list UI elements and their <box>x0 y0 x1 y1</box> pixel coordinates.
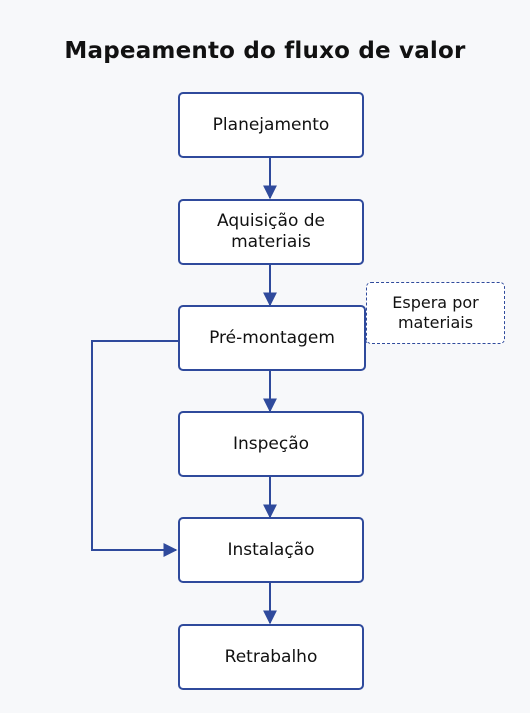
diagram-title: Mapeamento do fluxo de valor <box>64 38 466 64</box>
step-label: Retrabalho <box>224 646 318 667</box>
step-planejamento: Planejamento <box>178 92 364 158</box>
step-aquisicao-de-materiais: Aquisição de materiais <box>178 199 364 265</box>
step-label: Aquisição de materiais <box>216 211 326 252</box>
arrow-premontagem-bypass-to-instalacao <box>91 340 178 557</box>
step-label: Instalação <box>227 539 315 560</box>
step-pre-montagem: Pré-montagem <box>178 305 366 371</box>
note-espera-por-materiais: Espera por materiais <box>366 282 505 344</box>
step-label: Pré-montagem <box>209 327 335 348</box>
note-label: Espera por materiais <box>392 293 479 332</box>
step-retrabalho: Retrabalho <box>178 624 364 690</box>
step-label: Planejamento <box>212 114 330 135</box>
step-instalacao: Instalação <box>178 517 364 583</box>
step-label: Inspeção <box>232 433 310 454</box>
step-inspecao: Inspeção <box>178 411 364 477</box>
